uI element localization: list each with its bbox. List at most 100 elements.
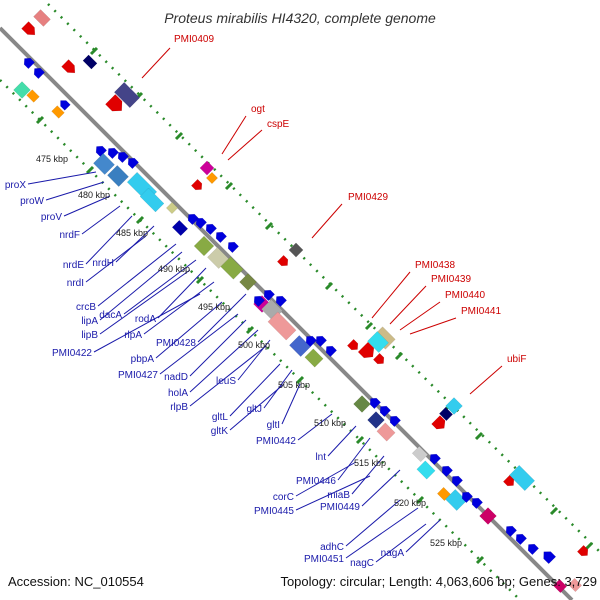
gene-label: PMI0442 (256, 436, 296, 447)
leader-line (81, 205, 121, 235)
skew-dash (35, 115, 45, 125)
leader-line (157, 267, 207, 319)
skew-dash (355, 435, 365, 445)
label-leader-lines (27, 47, 503, 563)
gene-feature (171, 219, 189, 237)
gene-feature (367, 411, 385, 429)
gene-feature (165, 201, 179, 215)
gene-feature (23, 57, 36, 70)
leader-line (405, 519, 441, 553)
gene-label: PMI0427 (118, 370, 158, 381)
gene-feature (139, 187, 165, 213)
leader-line (311, 203, 343, 239)
leader-line (295, 475, 371, 511)
leader-line (189, 329, 259, 393)
gene-feature (508, 464, 536, 492)
scale-tick-label: 495 kbp (198, 302, 230, 312)
gene-label: rlpA (124, 330, 142, 341)
leader-line (85, 215, 133, 265)
skew-dash (89, 46, 99, 56)
gene-label: PMI0438 (415, 260, 455, 271)
inner-dotted-guide (0, 79, 521, 600)
gene-label: nadD (164, 372, 188, 383)
leader-line (371, 271, 411, 319)
gene-feature (253, 295, 266, 308)
gene-feature (357, 341, 375, 359)
gene-feature (107, 165, 129, 187)
leader-line (229, 383, 285, 431)
leader-line (197, 293, 247, 343)
leader-line (123, 259, 197, 315)
gene-label: rlpB (170, 402, 188, 413)
gene-feature (515, 533, 528, 546)
gene-label: PMI0429 (348, 192, 388, 203)
leader-line (189, 345, 267, 407)
topology-text: Topology: circular; Length: 4,063,606 bp… (280, 574, 597, 589)
leader-line (409, 317, 457, 335)
gene-feature (61, 59, 76, 74)
leader-line (229, 363, 281, 417)
leader-line (469, 365, 503, 395)
gene-label: leuS (216, 376, 236, 387)
skew-dash (245, 325, 255, 335)
leader-line (99, 269, 191, 335)
scale-tick-label: 485 kbp (116, 228, 148, 238)
scale-tick-label: 505 kbp (278, 380, 310, 390)
gene-feature (353, 395, 371, 413)
leader-line (141, 47, 171, 79)
gene-feature (379, 405, 392, 418)
gene-label: miaB (327, 490, 350, 501)
leader-line (45, 181, 105, 201)
scale-tick-label: 490 kbp (158, 264, 190, 274)
leader-line (337, 437, 371, 481)
gene-label: nrdI (67, 278, 84, 289)
gene-feature (275, 295, 288, 308)
gene-feature (207, 247, 229, 269)
leader-line (375, 523, 427, 563)
leader-line (159, 313, 239, 375)
gene-feature (267, 311, 297, 341)
accession-text: Accession: NC_010554 (8, 574, 144, 589)
skew-dash (364, 321, 374, 331)
gene-feature (441, 465, 454, 478)
gene-label: nrdF (59, 230, 80, 241)
gene-feature (227, 241, 240, 254)
leader-line (399, 301, 441, 331)
gene-label: lipB (81, 330, 98, 341)
skew-dash (224, 181, 234, 191)
gene-label: ubiF (507, 354, 526, 365)
scale-tick-label: 510 kbp (314, 418, 346, 428)
gene-feature (113, 81, 141, 109)
gene-feature (505, 525, 518, 538)
gene-feature (117, 151, 130, 164)
skew-dash (174, 131, 184, 141)
gene-label: pbpA (131, 354, 155, 365)
gene-labels: PMI0409ogtcspEPMI0429PMI0438PMI0439PMI04… (5, 34, 527, 569)
gene-feature (431, 415, 446, 430)
gene-feature (372, 352, 385, 365)
leader-line (389, 285, 427, 325)
gene-feature (33, 9, 51, 27)
gene-label: nrdE (63, 260, 84, 271)
leader-line (295, 461, 357, 497)
gene-label: holA (168, 388, 188, 399)
gene-feature (527, 543, 540, 556)
gene-feature (195, 217, 208, 230)
gene-label: nagA (381, 548, 405, 559)
gene-label: nrdH (92, 258, 114, 269)
scale-tick-label: 500 kbp (238, 340, 270, 350)
gene-label: gltK (211, 426, 229, 437)
gene-feature (220, 256, 244, 280)
leader-line (85, 235, 147, 283)
skew-dash (295, 375, 305, 385)
gene-label: PMI0422 (52, 348, 92, 359)
leader-line (63, 195, 111, 217)
gene-feature (215, 231, 228, 244)
gene-label: proV (41, 212, 62, 223)
scale-tick-label: 475 kbp (36, 154, 68, 164)
gene-feature (199, 160, 215, 176)
leader-line (97, 243, 177, 307)
gene-feature (263, 289, 276, 302)
gene-feature (107, 147, 120, 160)
